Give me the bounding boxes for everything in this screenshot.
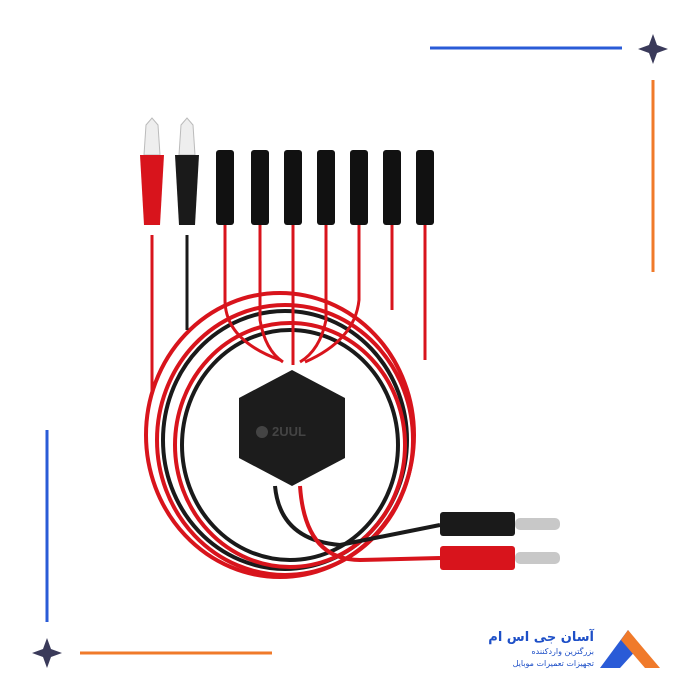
logo-subtitle-2: تجهیزات تعمیرات موبایل: [512, 659, 594, 668]
connector: [416, 150, 434, 225]
brand-logo-text: آسان جی اس ام بزرگترین واردکننده تجهیزات…: [488, 630, 594, 670]
brand-logo-icon: [600, 630, 660, 668]
hub-logo-icon: [256, 426, 268, 438]
connector: [317, 150, 335, 225]
alligator-clip-red: [140, 117, 164, 225]
coiled-cables: [144, 291, 416, 579]
connector: [350, 150, 368, 225]
logo-subtitle-1: بزرگترین واردکننده: [531, 647, 594, 656]
banana-plug-black: [440, 512, 560, 536]
connector: [383, 150, 401, 225]
alligator-clip-black: [175, 117, 199, 225]
connector-wires: [223, 225, 427, 365]
cable-hub: [239, 370, 345, 486]
star-icon: [638, 34, 668, 64]
connector: [216, 150, 234, 225]
connectors: [216, 150, 434, 225]
hub-output-wires: [273, 485, 441, 563]
banana-plug-red: [440, 546, 560, 570]
star-icon: [32, 638, 62, 668]
connector: [284, 150, 302, 225]
connector: [251, 150, 269, 225]
logo-title: آسان جی اس ام: [488, 630, 594, 645]
hub-brand-label: 2UUL: [272, 424, 306, 439]
